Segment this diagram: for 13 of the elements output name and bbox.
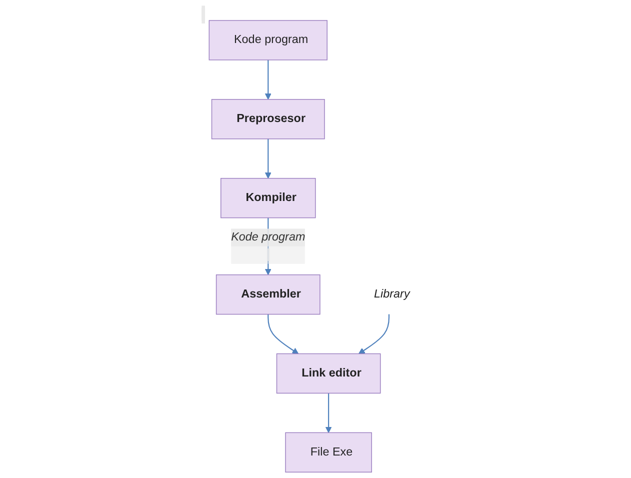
edge-label: Kode program [231,230,306,244]
node-box: Preprosesor [212,99,326,140]
arrow [265,138,272,179]
node-text: Library [374,288,410,300]
arrow [358,314,390,354]
arrow [326,393,332,433]
node-box: Kode program [208,20,328,60]
node-box: Assembler [216,274,320,315]
node-box: Link editor [276,353,381,394]
arrow [268,314,299,354]
node-box: Kompiler [220,178,316,218]
node-box: File Exe [285,432,372,472]
arrow [265,60,272,100]
